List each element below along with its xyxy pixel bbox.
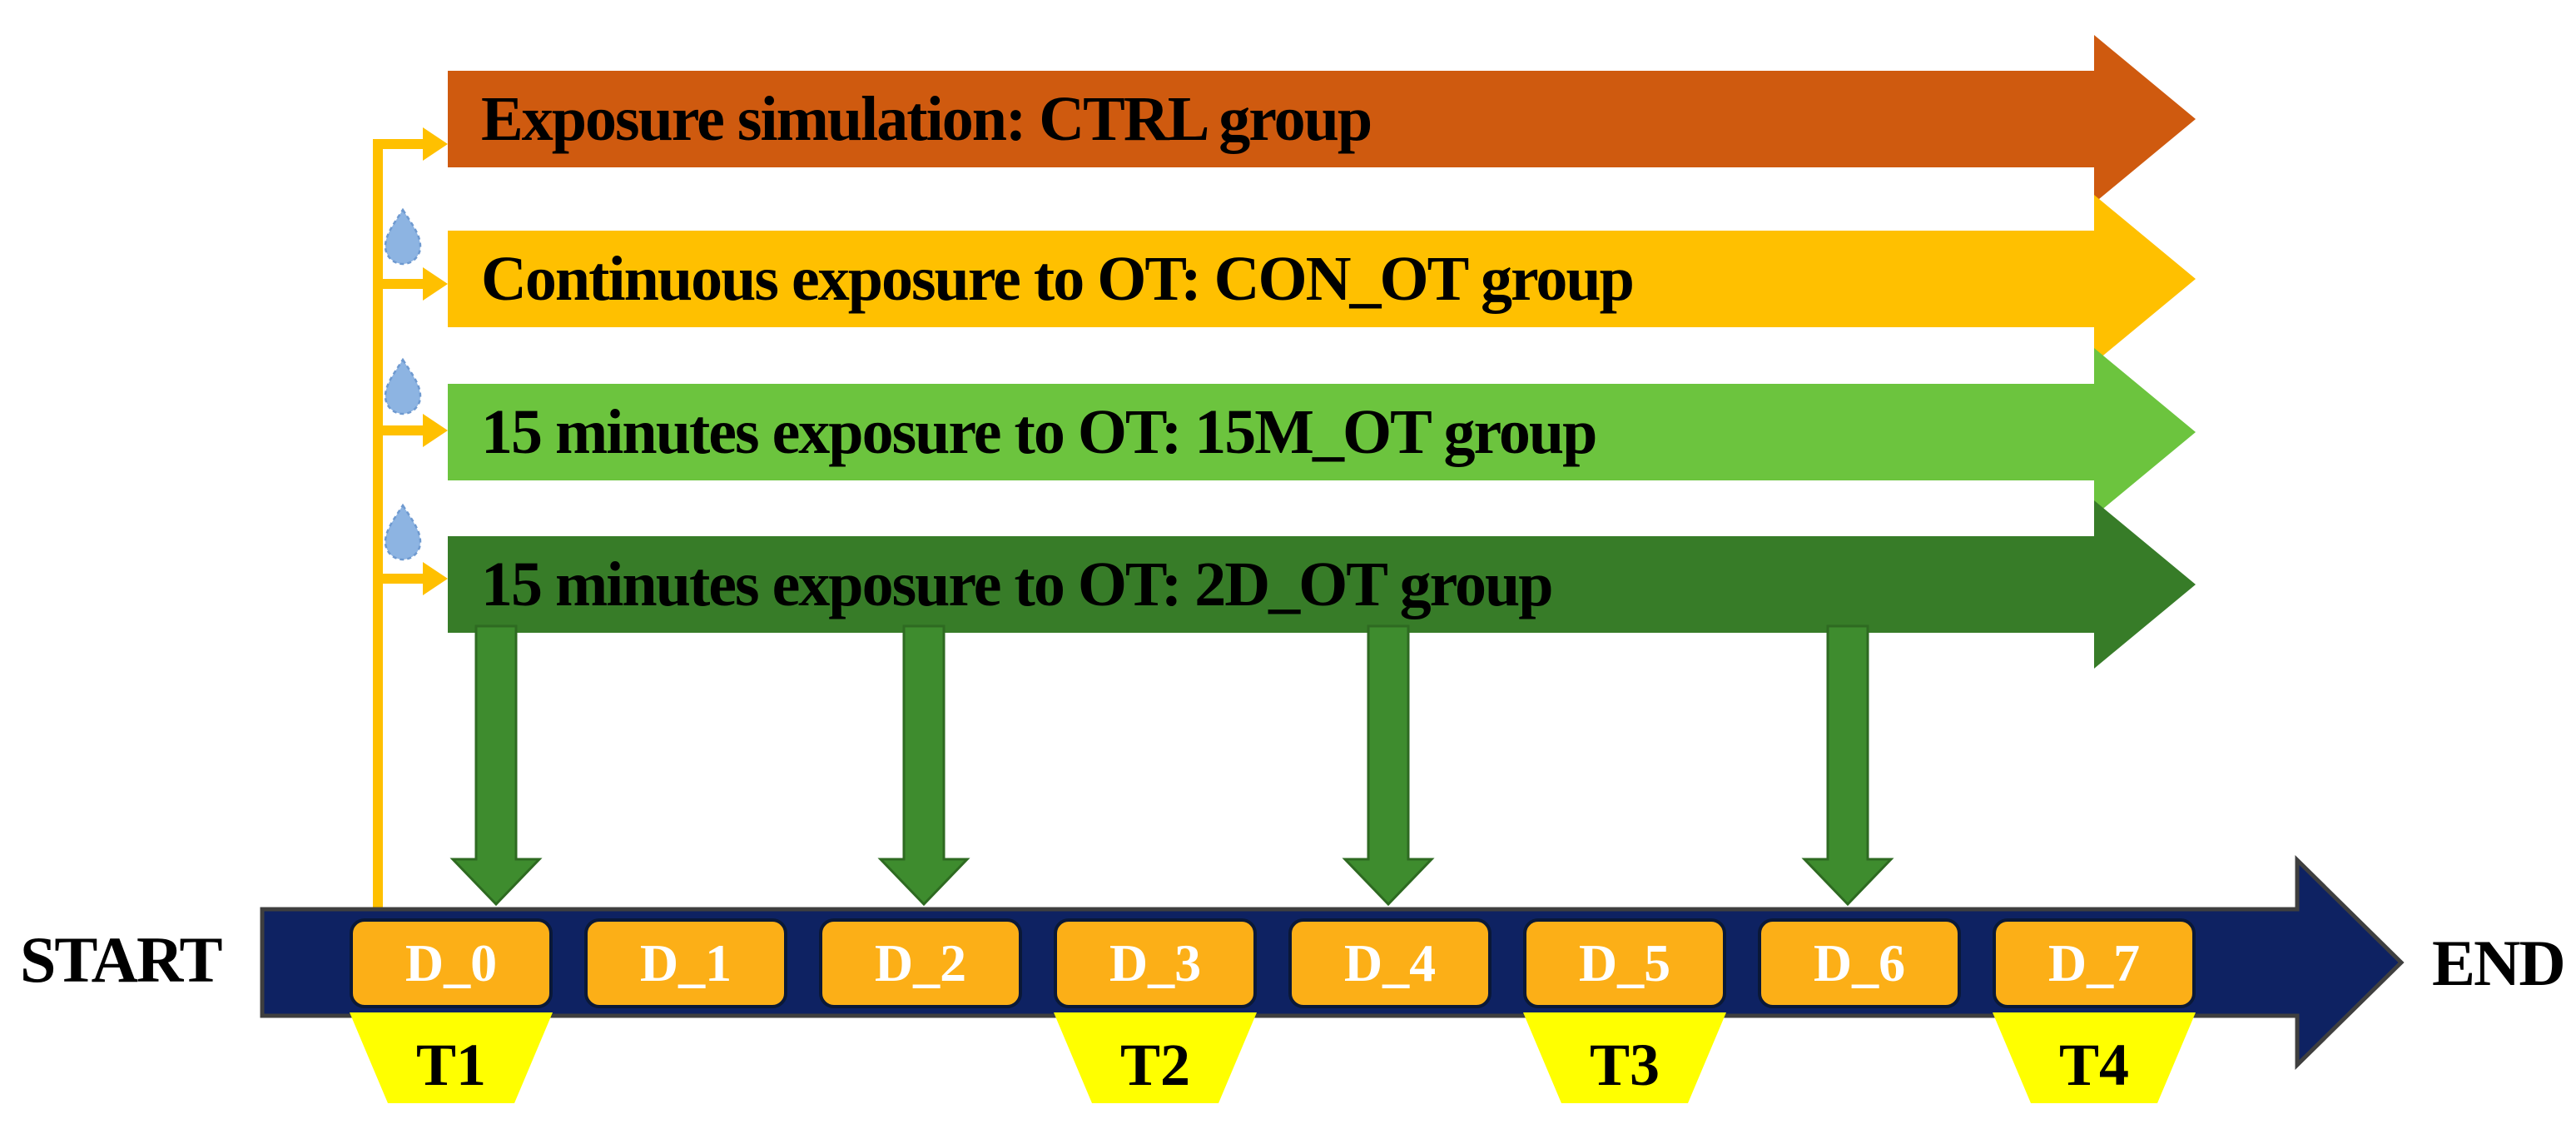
day-label: D_4 [1343,933,1437,992]
group-label-2d-ot: 15 minutes exposure to OT: 2D_OT group [481,549,1554,619]
timeline-day-box: D_5 [1523,918,1726,1008]
term-label-t1: T1 [415,1032,487,1098]
timeline-day-box: D_7 [1993,918,2196,1008]
group-bar-arrow-ctrl [448,35,2196,203]
down-arrow-icon [449,624,543,907]
timeline-end-label: END [2432,927,2566,999]
droplet-icons [384,207,422,561]
day-label: D_1 [639,933,732,992]
term-label-t2: T2 [1119,1032,1191,1098]
timeline-start-label: START [20,923,223,996]
connector-branches [373,139,424,911]
group-label-ctrl: Exposure simulation: CTRL group [481,83,1372,154]
group-label-15m-ot: 15 minutes exposure to OT: 15M_OT group [481,396,1597,467]
term-label-t3: T3 [1589,1032,1660,1098]
water-droplet-icon [384,357,422,415]
group-bar-arrow-2d-ot [448,500,2196,669]
day-label: D_0 [405,933,498,992]
day-label: D_7 [2047,933,2141,992]
timeline-day-box: D_2 [819,918,1022,1008]
timeline-day-box: D_0 [350,918,553,1008]
timeline-day-box: D_6 [1758,918,1961,1008]
group-bar-arrow-15m-ot [448,348,2196,516]
day-label: D_3 [1109,933,1202,992]
timeline-day-box: D_1 [584,918,787,1008]
term-marker-t2 [1054,1012,1257,1103]
timeline-day-box: D_3 [1054,918,1257,1008]
connector-arrowhead-icon [423,267,448,301]
sampling-down-arrows [449,624,1894,907]
water-droplet-icon [384,503,422,561]
term-label-t4: T4 [2058,1032,2130,1098]
down-arrow-icon [1801,624,1894,907]
term-marker-t3 [1523,1012,1726,1103]
connector-arrowhead-icon [423,562,448,595]
water-droplet-icon [384,207,422,266]
connector-arrowheads [423,127,448,595]
term-marker-t1 [350,1012,553,1103]
day-label: D_5 [1578,933,1671,992]
group-bar-arrow-con-ot [448,195,2196,363]
term-marker-t4 [1993,1012,2196,1103]
timeline-day-box: D_4 [1288,918,1491,1008]
term-markers [350,1012,2196,1103]
down-arrow-icon [877,624,970,907]
day-label: D_6 [1813,933,1906,992]
day-label: D_2 [874,933,967,992]
down-arrow-icon [1342,624,1435,907]
connector-arrowhead-icon [423,127,448,161]
connector-trunk-line [373,139,424,911]
group-label-con-ot: Continuous exposure to OT: CON_OT group [481,243,1635,314]
connector-arrowhead-icon [423,414,448,447]
